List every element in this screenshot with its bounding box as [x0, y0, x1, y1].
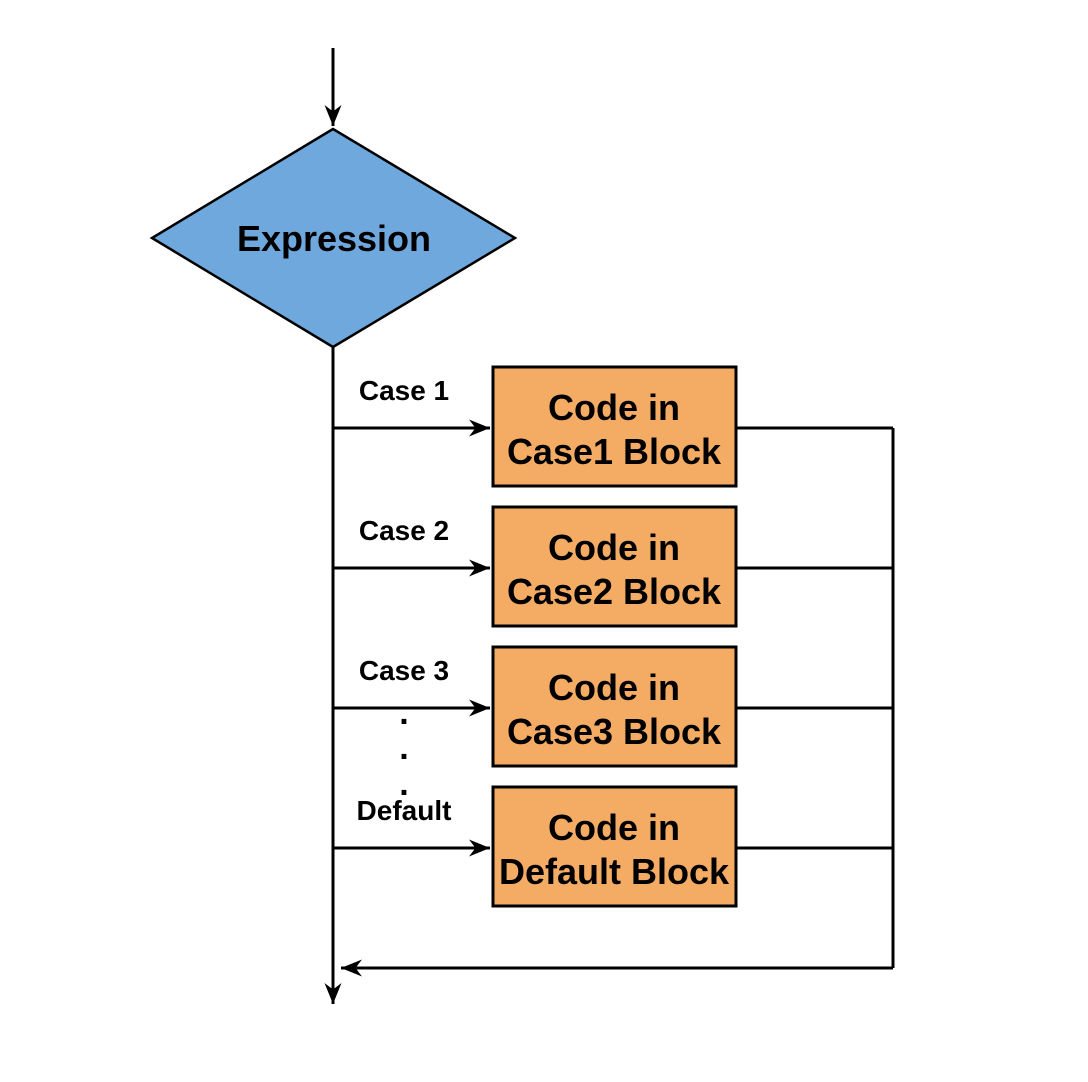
branch-case-label: Default — [357, 795, 452, 826]
branch-case1: Case 1 Code in Case1 Block — [334, 365, 893, 488]
process-box-line2: Case1 Block — [507, 431, 722, 472]
decision-label: Expression — [237, 218, 431, 259]
ellipsis-dot: . — [399, 765, 408, 803]
process-box — [491, 505, 738, 628]
process-box — [491, 645, 738, 768]
decision-diamond — [149, 127, 518, 349]
process-box-line1: Code in — [548, 807, 680, 848]
process-box-line1: Code in — [548, 667, 680, 708]
branch-default: Default Code in Default Block — [334, 785, 893, 908]
ellipsis-dot: . — [399, 729, 408, 767]
process-box-line1: Code in — [548, 527, 680, 568]
process-box-line2: Default Block — [499, 851, 730, 892]
process-box — [491, 785, 738, 908]
ellipsis-dot: . — [399, 694, 408, 732]
branch-case3: Case 3 Code in Case3 Block — [334, 645, 893, 768]
branch-case2: Case 2 Code in Case2 Block — [334, 505, 893, 628]
process-box-line2: Case3 Block — [507, 711, 722, 752]
process-box — [491, 365, 738, 488]
branch-case-label: Case 3 — [359, 655, 449, 686]
branch-case-label: Case 1 — [359, 375, 449, 406]
process-box-line1: Code in — [548, 387, 680, 428]
ellipsis-dots: . . . — [399, 694, 408, 803]
process-box-line2: Case2 Block — [507, 571, 722, 612]
branch-case-label: Case 2 — [359, 515, 449, 546]
